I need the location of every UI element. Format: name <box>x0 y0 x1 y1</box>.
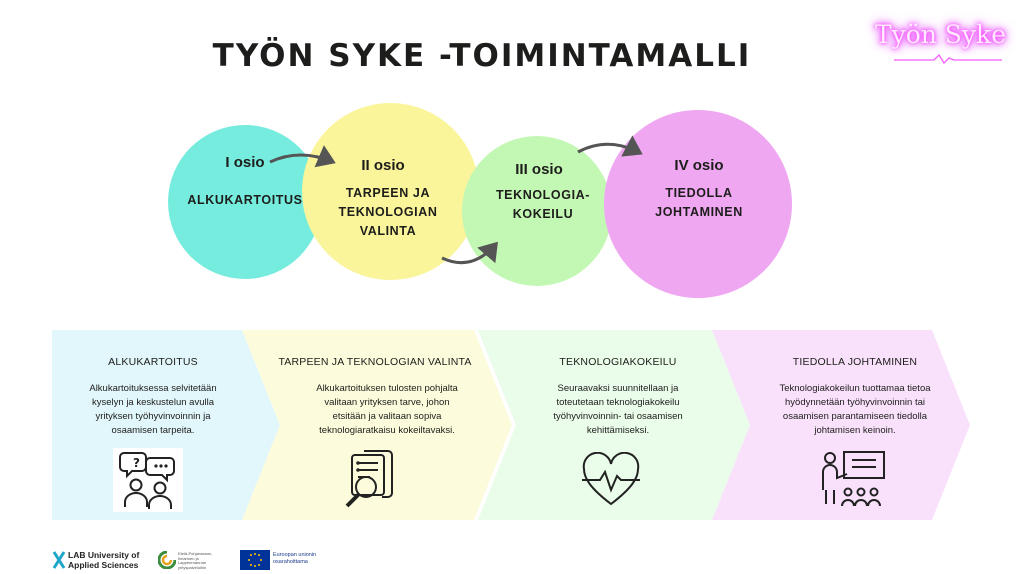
regional-logo-icon <box>158 551 176 569</box>
panel-1-text-line-1: Alkukartoituksessa selvitetään <box>89 383 217 394</box>
lab-logo-line-1: LAB University of <box>68 550 140 560</box>
phase-1-circle <box>168 125 322 279</box>
panel-4-heading: TIEDOLLA JOHTAMINEN <box>792 356 918 368</box>
panel-2-text-line-3: etsitään ja valitaan sopiva <box>332 411 442 422</box>
panel-3-text-line-3: työhyvinvoinnin- tai osaamisen <box>553 411 683 422</box>
panel-1-chevron <box>52 330 280 520</box>
heart-pulse-icon <box>582 452 640 506</box>
brand-logo-text: Työn Syke <box>874 20 1006 49</box>
arrow-phase1-to-phase2 <box>269 145 336 168</box>
panel-3-text-line-2: toteutetaan teknologiakokeilu <box>556 397 680 408</box>
panel-2-text-line-2: valitaan yrityksen tarve, johon <box>324 397 450 408</box>
panel-4-text-line-3: osaamisen parantamiseen tiedolla <box>782 411 928 422</box>
regional-logo-line-1: Etelä-Pohjanmaan, <box>178 551 213 556</box>
phase-2-name-line-2: TEKNOLOGIAN <box>338 205 438 219</box>
panel-1-text-line-2: kyselyn ja keskustelun avulla <box>92 397 214 408</box>
phase-4-label: IV osio TIEDOLLA JOHTAMINEN <box>624 157 774 222</box>
phase-1-name: ALKUKARTOITUS <box>187 193 303 207</box>
panel-4-text-line-4: johtamisen keinoin. <box>814 425 896 436</box>
panel-4-text-line-2: hyödynnetään työhyvinvoinnin tai <box>785 397 925 408</box>
eu-flag-icon <box>240 550 270 570</box>
phase-2-number: II osio <box>361 157 405 174</box>
panel-2: TARPEEN JA TEKNOLOGIAN VALINTA Alkukarto… <box>272 330 478 438</box>
phase-2-label: II osio TARPEEN JA TEKNOLOGIAN VALINTA <box>318 157 458 241</box>
regional-logo-line-2: Ilmarinen ja <box>178 555 199 561</box>
regional-logo-line-3: Lappeenrannan <box>178 560 207 565</box>
people-question-icon: ? <box>113 448 183 512</box>
phase-1-label: I osio ALKUKARTOITUS <box>168 154 322 210</box>
panel-2-heading: TARPEEN JA TEKNOLOGIAN VALINTA <box>278 356 472 368</box>
panel-4: TIEDOLLA JOHTAMINEN Teknologiakokeilun t… <box>752 330 958 438</box>
phase-3-name-line-2: KOKEILU <box>512 207 574 221</box>
panel-3-text-line-1: Seuraavaksi suunnitellaan ja <box>557 383 679 394</box>
panel-1-heading: ALKUKARTOITUS <box>108 356 198 368</box>
panel-4-chevron <box>712 330 970 520</box>
panel-1-text-line-4: osaamisen tarpeita. <box>111 425 195 436</box>
phase-1-number: I osio <box>225 154 265 171</box>
arrow-phase2-to-phase3 <box>441 241 498 265</box>
lab-logo-icon <box>52 551 66 569</box>
phase-4-number: IV osio <box>674 157 724 174</box>
presentation-icon <box>822 451 885 507</box>
panel-3-text-line-4: kehittämiseksi. <box>586 425 650 436</box>
arrow-phase3-to-phase4 <box>577 135 643 157</box>
panel-1-text-line-3: yrityksen työhyvinvoinnin ja <box>95 411 211 422</box>
regional-logo-line-4: yrityspalveluihin <box>178 564 207 570</box>
svg-text:?: ? <box>133 456 140 470</box>
phase-3-name-line-1: TEKNOLOGIA- <box>495 188 591 202</box>
phase-2-name-line-3: VALINTA <box>359 224 417 238</box>
heartbeat-line-icon <box>894 54 1002 64</box>
eu-logo-line-2: osarahoittama <box>273 559 308 565</box>
phase-2-circle <box>302 103 479 280</box>
panel-1: ALKUKARTOITUS Alkukartoituksessa selvite… <box>60 330 246 438</box>
phase-3-label: III osio TEKNOLOGIA- KOKEILU <box>478 161 608 224</box>
regional-logo: Etelä-Pohjanmaan, Ilmarinen ja Lappeenra… <box>158 549 234 571</box>
panel-3-heading: TEKNOLOGIAKOKEILU <box>559 356 677 368</box>
lab-logo-line-2: Applied Sciences <box>68 560 139 570</box>
panel-4-text-line-1: Teknologiakokeilun tuottamaa tietoa <box>779 383 931 394</box>
document-magnifier-icon <box>345 450 393 508</box>
phase-4-name-line-2: JOHTAMINEN <box>655 205 743 219</box>
panel-3-chevron <box>478 330 750 520</box>
lab-logo: LAB University of Applied Sciences <box>52 549 152 571</box>
panel-2-chevron <box>242 330 512 520</box>
panel-2-text-line-4: teknologiaratkaisu kokeiltavaksi. <box>319 425 455 436</box>
phase-4-name-line-1: TIEDOLLA <box>665 186 733 200</box>
phase-2-name-line-1: TARPEEN JA <box>345 186 431 200</box>
eu-logo: Euroopan unionin osarahoittama <box>240 549 336 571</box>
eu-logo-line-1: Euroopan unionin <box>273 552 317 558</box>
panel-2-text-line-1: Alkukartoituksen tulosten pohjalta <box>316 383 458 394</box>
panel-3: TEKNOLOGIAKOKEILU Seuraavaksi suunnitell… <box>520 330 716 438</box>
phase-3-number: III osio <box>515 161 563 178</box>
page-title: TYÖN SYKE -TOIMINTAMALLI <box>212 38 752 74</box>
